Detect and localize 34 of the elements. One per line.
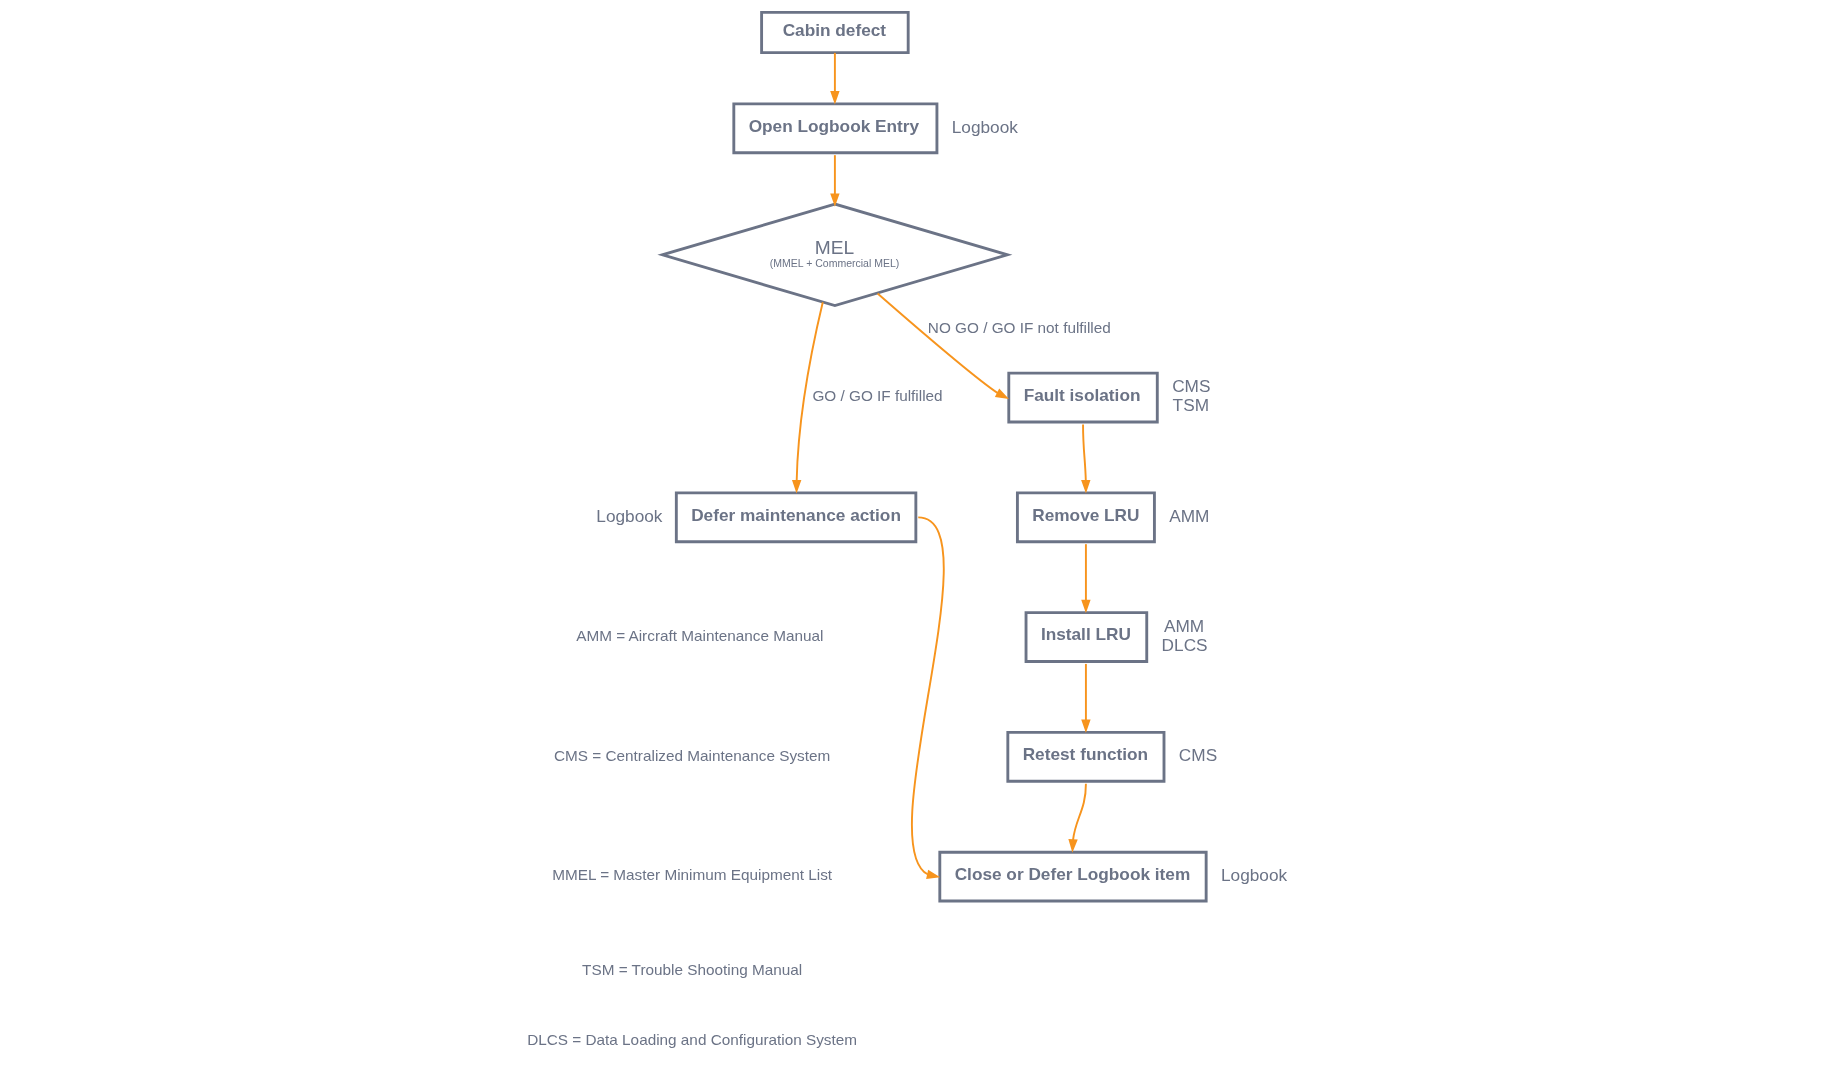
label: DLCS = Data Loading and Configuration System <box>527 1031 858 1049</box>
node-box: Remove LRU <box>1015 491 1156 544</box>
arrow <box>830 51 840 105</box>
node-box: Cabin defect <box>760 11 910 55</box>
label: MMEL = Master Minimum Equipment List <box>552 866 833 884</box>
node-box: Install LRU <box>1024 611 1149 663</box>
node-label: AMM <box>1169 505 1210 526</box>
node-diamond: MEL (MMEL + Commercial MEL) <box>657 202 1013 308</box>
arrow <box>830 154 840 207</box>
node-box: Fault isolation <box>1007 371 1159 424</box>
arrow <box>911 516 945 879</box>
node-label: AMM <box>1164 615 1205 636</box>
node-label: CMS <box>1172 376 1211 397</box>
node-label: Logbook <box>596 505 663 526</box>
arrow <box>876 292 1009 399</box>
edge-label: NO GO / GO IF not fulfilled <box>927 319 1111 337</box>
node-box: Open Logbook Entry <box>732 102 939 155</box>
node-label: Logbook <box>1221 864 1288 885</box>
arrow <box>1081 662 1091 733</box>
arrow <box>791 301 824 494</box>
node-label: DLCS <box>1161 634 1208 655</box>
label: CMS = Centralized Maintenance System <box>554 746 831 764</box>
label: TSM = Trouble Shooting Manual <box>582 961 803 979</box>
arrow <box>1081 423 1091 494</box>
node-box: Retest function <box>1006 731 1166 783</box>
arrow <box>1068 782 1087 853</box>
node-label: Logbook <box>951 116 1018 137</box>
node-label: CMS <box>1178 745 1218 766</box>
node-box: Close or Defer Logbook item <box>938 850 1208 903</box>
arrow <box>1081 543 1091 614</box>
node-label: TSM <box>1172 395 1210 416</box>
edge-label: GO / GO IF fulfilled <box>812 387 943 405</box>
node-box: Defer maintenance action <box>674 491 918 544</box>
label: AMM = Aircraft Maintenance Manual <box>576 626 824 644</box>
